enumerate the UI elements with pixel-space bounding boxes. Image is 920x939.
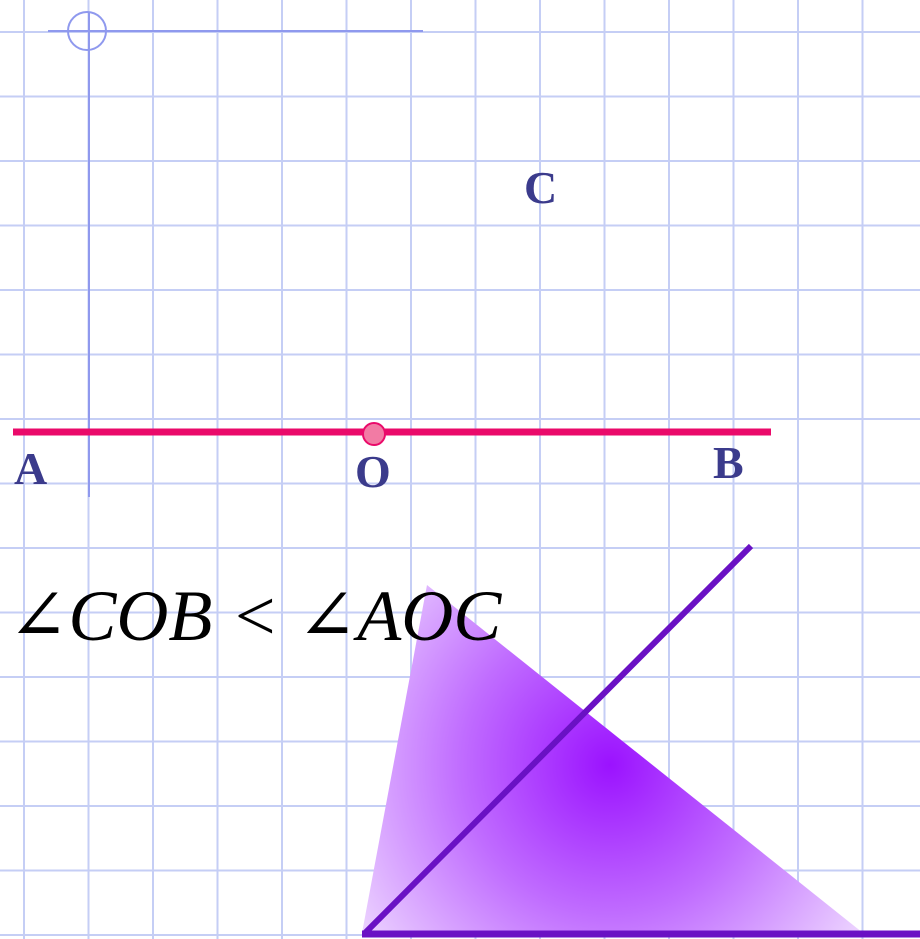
point-o-marker — [362, 422, 386, 446]
set-square-triangle — [362, 585, 863, 933]
point-a-label: A — [14, 443, 47, 494]
point-b-label: B — [713, 437, 744, 488]
point-o-label: O — [355, 446, 391, 497]
protractor-guide — [48, 11, 423, 497]
ray-oc-line — [361, 543, 754, 937]
circle-crosshair-icon — [67, 11, 107, 51]
point-c-label: C — [524, 162, 557, 213]
angle-comparison-formula: ∠COB < ∠AOC — [8, 576, 502, 656]
